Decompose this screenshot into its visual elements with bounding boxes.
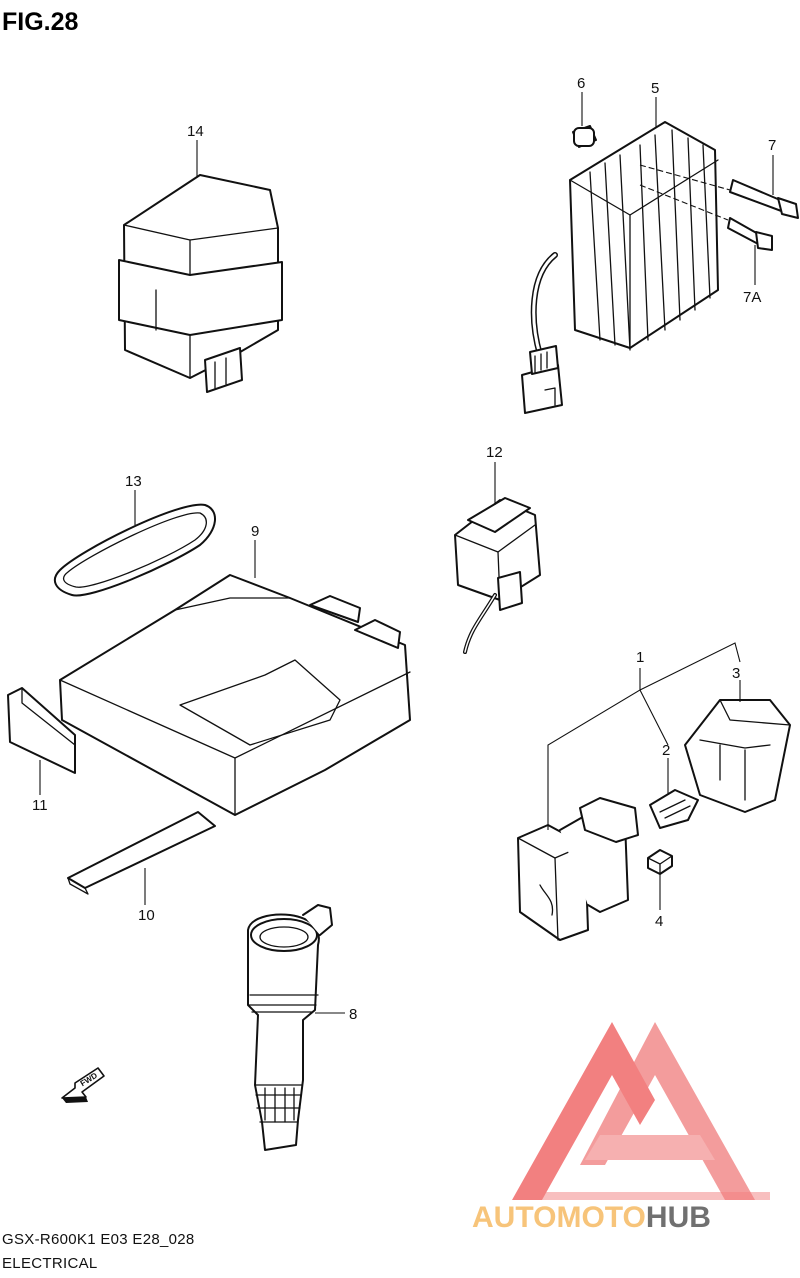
- figure-title: FIG.28: [2, 8, 79, 36]
- fwd-arrow-icon: FWD: [61, 1067, 105, 1103]
- callout-6: 6: [577, 75, 585, 92]
- watermark-moto: MOTO: [556, 1201, 645, 1234]
- callout-7: 7: [768, 137, 776, 154]
- part-11-pad: [7, 687, 76, 774]
- callout-9: 9: [251, 523, 259, 540]
- part-7-bolt: [639, 164, 799, 219]
- callout-7a: 7A: [743, 289, 761, 306]
- watermark-hub: HUB: [646, 1201, 711, 1234]
- part-9-ecm: [59, 574, 411, 816]
- part-8-ignition-coil: [247, 904, 333, 1151]
- callout-2: 2: [662, 742, 670, 759]
- part-10-pad: [67, 811, 216, 895]
- callout-11: 11: [32, 797, 48, 814]
- callout-10: 10: [138, 907, 155, 924]
- part-14-relay: [118, 174, 283, 393]
- part-1-fuse-box: [517, 797, 639, 941]
- callout-4: 4: [655, 913, 663, 930]
- callout-1: 1: [636, 649, 644, 666]
- part-12-sensor: [454, 497, 541, 654]
- model-code: GSX-R600K1 E03 E28_028: [2, 1231, 195, 1248]
- callout-14: 14: [187, 123, 204, 140]
- part-4-nut: [647, 849, 673, 875]
- callout-13: 13: [125, 473, 142, 490]
- part-3-cover: [684, 699, 791, 813]
- part-7a-bolt: [639, 184, 773, 251]
- callout-labels: 1 2 3 4 5 6 7 7A 8 9 10 11 12 13 14: [32, 75, 776, 1023]
- watermark-logo: [512, 1022, 770, 1200]
- callout-3: 3: [732, 665, 740, 682]
- leader-lines: [39, 97, 774, 1014]
- part-2-fuse: [649, 789, 699, 829]
- callout-8: 8: [349, 1006, 357, 1023]
- part-5-regulator: [521, 121, 719, 414]
- part-13-gasket: [53, 503, 216, 597]
- section-name: ELECTRICAL: [2, 1255, 98, 1272]
- callout-5: 5: [651, 80, 659, 97]
- callout-12: 12: [486, 444, 503, 461]
- watermark-auto: AUTO: [472, 1201, 556, 1234]
- watermark-text: AUTOMOTOHUB: [472, 1201, 711, 1234]
- part-6-spacer: [573, 92, 595, 147]
